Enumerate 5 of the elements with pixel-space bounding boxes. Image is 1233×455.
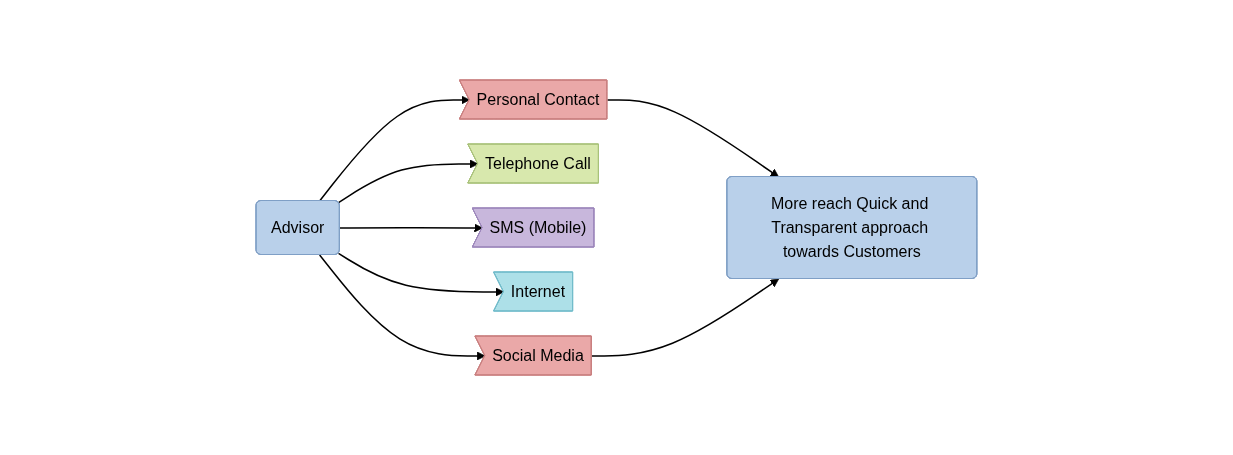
arrow bbox=[318, 254, 486, 361]
arrow bbox=[606, 99, 780, 178]
arrow bbox=[591, 278, 780, 357]
arrow bbox=[339, 223, 483, 233]
arrow bbox=[337, 159, 479, 204]
